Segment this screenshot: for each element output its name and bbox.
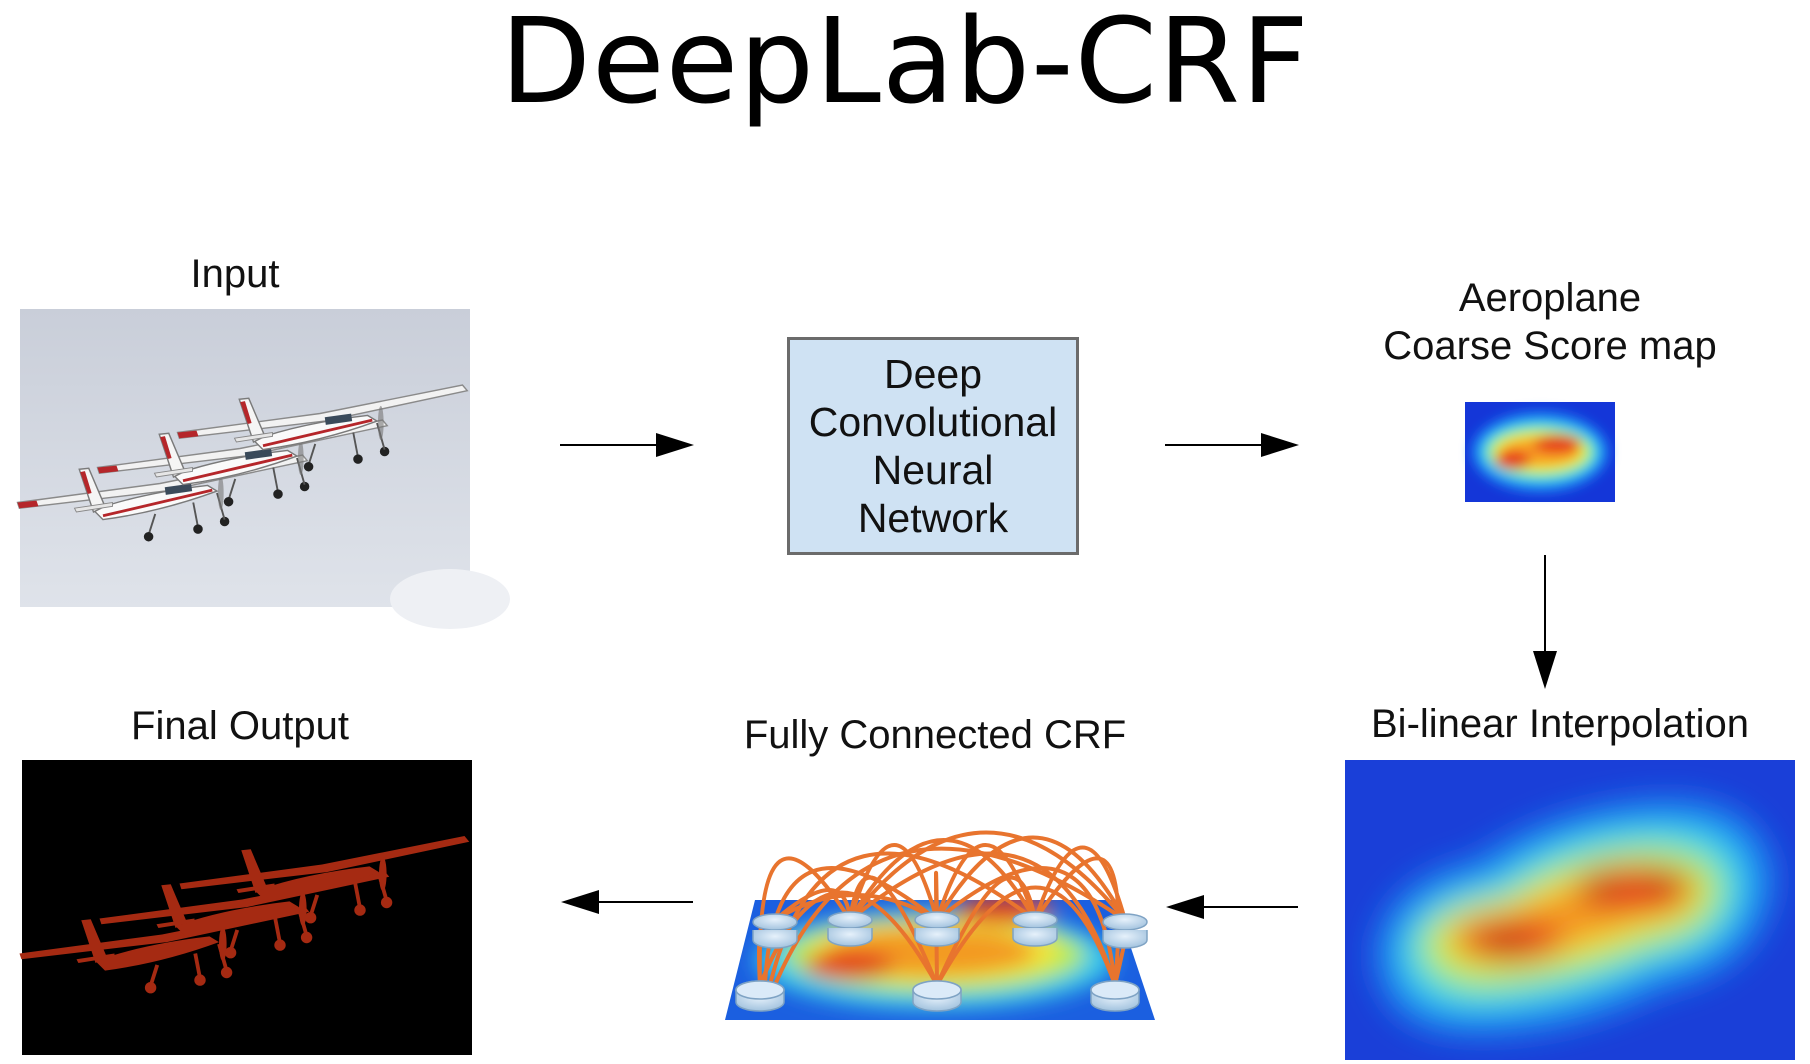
coarse-map-label-line1: Aeroplane xyxy=(1458,276,1642,320)
dcnn-line-2: Convolutional xyxy=(808,399,1058,445)
input-image xyxy=(16,309,510,629)
arrow-dcnn-to-scoremap xyxy=(1165,433,1299,457)
arrow-crf-to-output xyxy=(561,890,693,914)
final-output-mask xyxy=(17,760,472,1055)
coarse-score-map xyxy=(1465,402,1615,502)
crf-graph xyxy=(725,830,1155,1020)
dcnn-line-4: Network xyxy=(857,495,1009,541)
coarse-map-label-line2: Coarse Score map xyxy=(1383,324,1717,368)
bilinear-label: Bi-linear Interpolation xyxy=(1371,702,1749,746)
arrow-scoremap-to-bilinear xyxy=(1533,555,1557,689)
arrow-bilinear-to-crf xyxy=(1166,895,1298,919)
dcnn-line-3: Neural xyxy=(872,447,994,493)
final-output-label: Final Output xyxy=(131,704,349,748)
input-label: Input xyxy=(190,252,280,296)
crf-label: Fully Connected CRF xyxy=(743,713,1127,757)
bilinear-heatmap xyxy=(1345,760,1795,1060)
diagram-title: DeepLab-CRF xyxy=(500,0,1310,130)
dcnn-line-1: Deep xyxy=(883,351,982,397)
dcnn-box: Deep Convolutional Neural Network xyxy=(787,337,1079,555)
arrow-input-to-dcnn xyxy=(560,433,694,457)
